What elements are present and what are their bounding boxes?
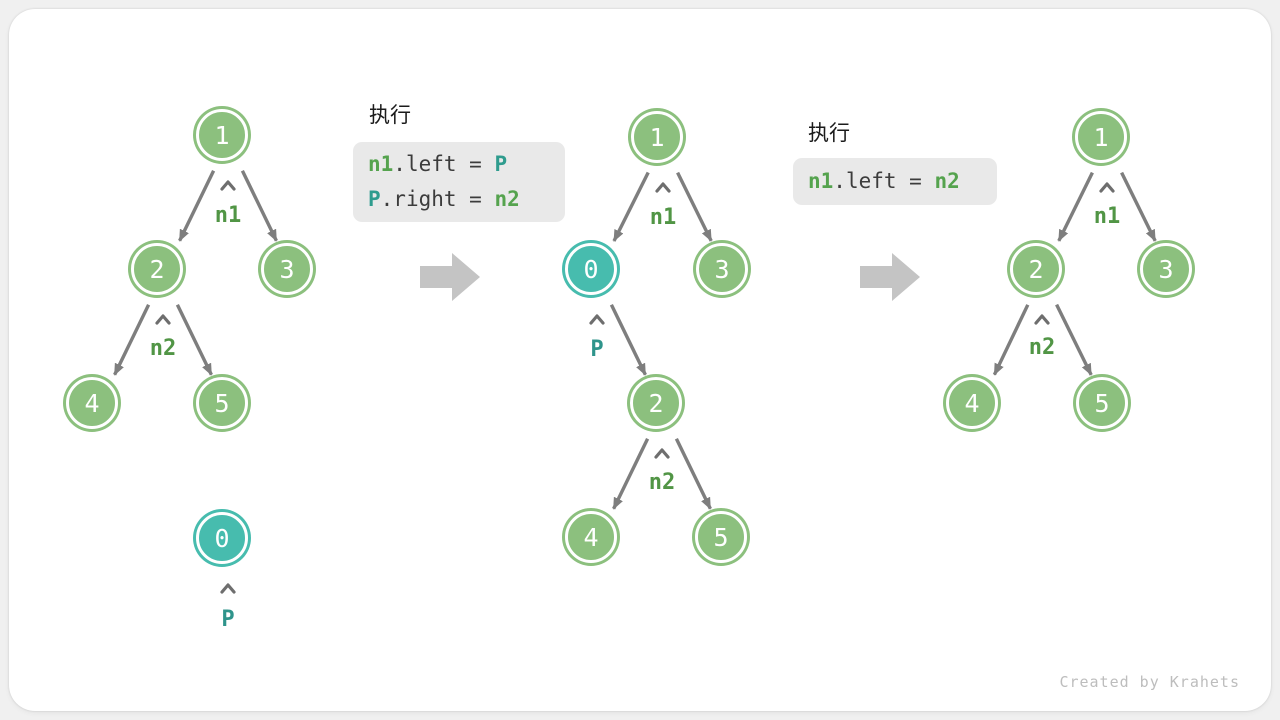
node-value: 3 — [279, 254, 295, 284]
node-value: 1 — [1093, 122, 1109, 152]
pointer-label-n2: n2 — [648, 470, 676, 495]
node-value: 4 — [84, 388, 100, 418]
code-token: n2 — [934, 169, 960, 193]
tree2-node-5: 5 — [695, 511, 747, 563]
code-token: .left = — [393, 152, 495, 176]
pointer-caret-icon — [155, 314, 171, 325]
pointer-label-p: P — [221, 607, 235, 632]
tree3-node-2: 2 — [1010, 243, 1062, 295]
tree2-node-1: 1 — [631, 111, 683, 163]
tree1-node-4: 4 — [66, 377, 118, 429]
node-value: 2 — [149, 254, 165, 284]
pointer-caret-icon — [220, 583, 236, 594]
tree-edge — [612, 437, 650, 510]
node-value: 5 — [214, 388, 230, 418]
code-token: n2 — [494, 187, 520, 211]
pointer-caret-icon — [1099, 182, 1115, 193]
code-token: P — [494, 152, 508, 176]
node-value: 5 — [713, 522, 729, 552]
tree1-node-0: 0 — [196, 512, 248, 564]
node-value: 3 — [1158, 254, 1174, 284]
tree-edge — [992, 304, 1030, 376]
transition-arrow-icon — [860, 253, 920, 301]
pointer-caret-icon — [589, 314, 605, 325]
pointer-caret-icon — [220, 180, 236, 191]
step2-code-box: n1.left = n2 — [793, 158, 997, 205]
tree1-edges — [113, 169, 278, 376]
pointer-label-n1: n1 — [1093, 204, 1121, 229]
transition-arrow-icon — [420, 253, 480, 301]
pointer-label-n1: n1 — [649, 205, 677, 230]
node-value: 0 — [583, 254, 599, 284]
step2-title: 执行 — [808, 122, 850, 145]
pointer-caret-icon — [1034, 314, 1050, 325]
tree1-node-1: 1 — [196, 109, 248, 161]
tree-edge — [609, 303, 647, 376]
pointer-label-n2: n2 — [1028, 335, 1056, 360]
watermark: Created by Krahets — [1059, 673, 1240, 691]
tree2-edges — [609, 171, 713, 510]
pointer-label-n2: n2 — [149, 336, 177, 361]
tree1-node-2: 2 — [131, 243, 183, 295]
tree-edge — [676, 171, 713, 242]
node-value: 5 — [1094, 388, 1110, 418]
tree-edge — [674, 437, 712, 510]
tree-edge — [240, 169, 278, 242]
step1-code-box: n1.left = P P.right = n2 — [353, 142, 565, 222]
node-value: 1 — [649, 122, 665, 152]
code-token: P — [368, 187, 381, 211]
pointer-caret-icon — [655, 182, 671, 193]
tree2-node-0: 0 — [565, 243, 617, 295]
pointer-label-p: P — [590, 337, 604, 362]
tree-edge — [178, 169, 216, 242]
node-value: 1 — [214, 120, 230, 150]
tree1-node-3: 3 — [261, 243, 313, 295]
tree3-node-5: 5 — [1076, 377, 1128, 429]
step1-title: 执行 — [369, 104, 411, 127]
node-value: 4 — [583, 522, 599, 552]
code-token: .left = — [833, 169, 935, 193]
tree-edge — [113, 303, 151, 376]
code-line-2: P.right = n2 — [368, 182, 550, 217]
node-value: 2 — [648, 388, 664, 418]
tree3-node-1: 1 — [1075, 111, 1127, 163]
tree2-node-2: 2 — [630, 377, 682, 429]
tree3-node-4: 4 — [946, 377, 998, 429]
tree-edge — [175, 303, 213, 376]
tree3-edges — [992, 171, 1157, 376]
pointer-label-n1: n1 — [214, 203, 242, 228]
code-line-1: n1.left = P — [368, 147, 550, 182]
tree-edge — [1055, 303, 1093, 376]
tree2-node-3: 3 — [696, 243, 748, 295]
code-token: n1 — [368, 152, 394, 176]
node-value: 0 — [214, 523, 230, 553]
tree2-node-4: 4 — [565, 511, 617, 563]
node-value: 2 — [1028, 254, 1044, 284]
tree3-node-3: 3 — [1140, 243, 1192, 295]
tree-edge — [612, 171, 650, 242]
tree-edge — [1120, 171, 1157, 242]
code-token: .right = — [380, 187, 495, 211]
pointer-caret-icon — [654, 448, 670, 459]
code-token: n1 — [808, 169, 834, 193]
code-line-1: n1.left = n2 — [808, 164, 982, 199]
node-value: 4 — [964, 388, 980, 418]
tree1-node-5: 5 — [196, 377, 248, 429]
tree-edge — [1057, 171, 1094, 242]
node-value: 3 — [714, 254, 730, 284]
